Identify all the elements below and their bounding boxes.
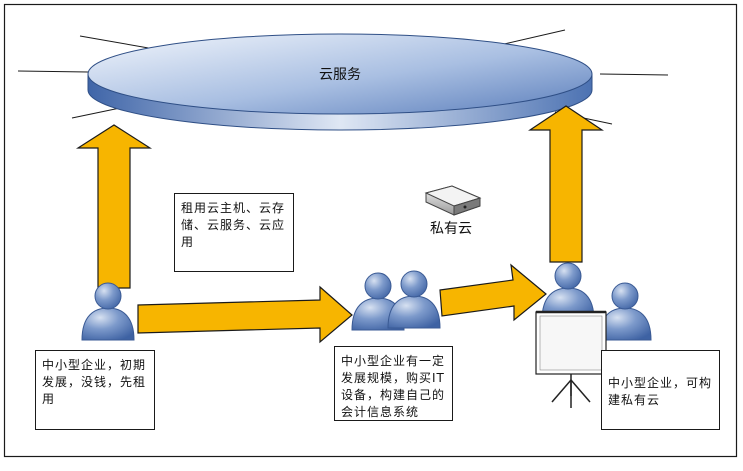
projection-screen-icon [535,310,607,408]
startup-stage-box: 中小型企业，初期发展，没钱，先租用 [35,350,155,430]
up-arrow-right [528,105,604,263]
cloud-service-label: 云服务 [319,67,361,83]
up-arrow-left [75,124,153,289]
mature-stage-box: 中小型企业，可构建私有云 [601,350,720,430]
rent-services-text: 租用云主机、云存储、云服务、云应用 [181,201,286,249]
outer-frame [3,3,738,458]
right-arrow-1 [137,285,353,344]
rent-services-box: 租用云主机、云存储、云服务、云应用 [174,193,294,272]
private-cloud-label: 私有云 [430,221,472,237]
person-icon [81,282,135,341]
person-icon [598,282,652,341]
mature-stage-text: 中小型企业，可构建私有云 [608,376,713,407]
right-arrow-2 [439,263,547,322]
person-icon [387,270,441,329]
server-icon [424,185,482,216]
cloud-service-disc [87,33,593,131]
growing-stage-box: 中小型企业有一定发展规模，购买IT设备，构建自己的会计信息系统 [334,346,453,421]
startup-stage-text: 中小型企业，初期发展，没钱，先租用 [42,358,147,406]
growing-stage-text: 中小型企业有一定发展规模，购买IT设备，构建自己的会计信息系统 [341,354,446,419]
